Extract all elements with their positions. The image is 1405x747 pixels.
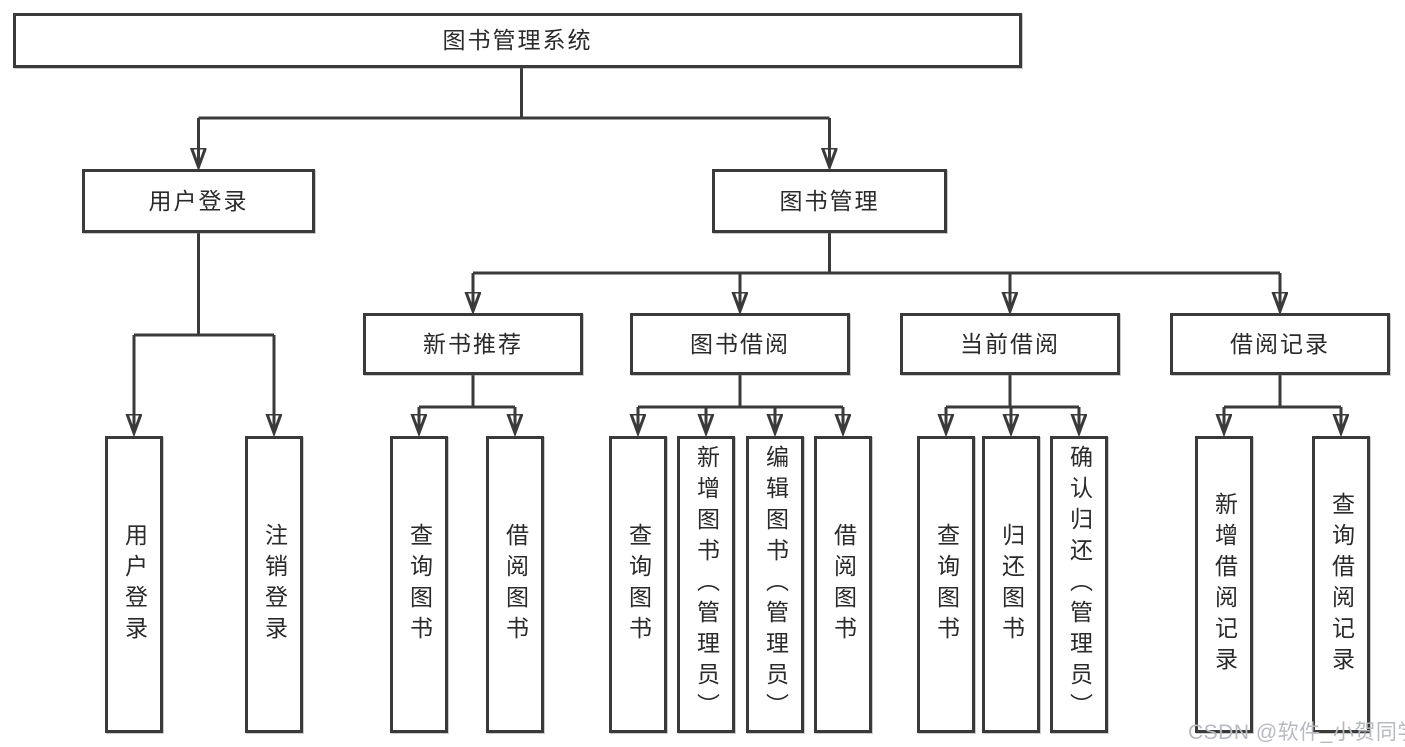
leaf-current-confirm-return-admin-label: 确认归还（管理员）	[1066, 445, 1093, 724]
node-user-login-label: 用户登录	[148, 187, 249, 214]
connector-current-borrow-children	[946, 375, 1079, 433]
leaf-records-add-record: 新增借阅记录	[1195, 436, 1253, 733]
connector-new-book-recommend-children	[419, 375, 515, 433]
node-book-management-label: 图书管理	[779, 187, 880, 214]
leaf-borrow-borrow-books: 借阅图书	[814, 436, 872, 733]
leaf-newbook-borrow-books: 借阅图书	[486, 436, 544, 733]
leaf-borrow-add-book-admin: 新增图书（管理员）	[677, 436, 735, 733]
leaf-logout-label: 注销登录	[261, 522, 288, 647]
node-borrow-records: 借阅记录	[1170, 313, 1390, 375]
leaf-current-query-books: 查询图书	[917, 436, 975, 733]
leaf-borrow-edit-book-admin: 编辑图书（管理员）	[746, 436, 804, 733]
node-new-book-recommend: 新书推荐	[363, 313, 583, 375]
leaf-current-confirm-return-admin: 确认归还（管理员）	[1050, 436, 1108, 733]
node-book-management: 图书管理	[712, 169, 947, 233]
leaf-current-return-books: 归还图书	[982, 436, 1040, 733]
leaf-records-query-record: 查询借阅记录	[1312, 436, 1370, 733]
csdn-watermark: CSDN @软件_小贺同学	[1188, 721, 1405, 744]
node-borrow-records-label: 借阅记录	[1230, 330, 1330, 357]
node-book-borrow-label: 图书借阅	[690, 330, 790, 357]
leaf-borrow-query-books-label: 查询图书	[625, 522, 652, 647]
leaf-user-login: 用户登录	[105, 436, 163, 733]
node-book-borrow: 图书借阅	[630, 313, 850, 375]
connector-borrow-records-children	[1224, 375, 1341, 433]
leaf-current-return-books-label: 归还图书	[998, 522, 1025, 647]
leaf-borrow-edit-book-admin-label: 编辑图书（管理员）	[762, 445, 789, 724]
node-root-label: 图书管理系统	[442, 27, 593, 53]
leaf-newbook-query-books: 查询图书	[390, 436, 448, 733]
node-current-borrow: 当前借阅	[900, 313, 1120, 375]
leaf-newbook-borrow-books-label: 借阅图书	[502, 522, 529, 647]
connector-book-management-children	[473, 233, 1280, 311]
node-root-system: 图书管理系统	[13, 13, 1022, 68]
leaf-current-query-books-label: 查询图书	[933, 522, 960, 647]
node-user-login: 用户登录	[82, 169, 315, 233]
connector-user-login-children	[134, 233, 274, 433]
leaf-logout: 注销登录	[245, 436, 303, 733]
leaf-user-login-label: 用户登录	[121, 522, 148, 647]
leaf-records-query-record-label: 查询借阅记录	[1328, 491, 1355, 678]
node-current-borrow-label: 当前借阅	[960, 330, 1060, 357]
leaf-borrow-add-book-admin-label: 新增图书（管理员）	[693, 445, 720, 724]
leaf-borrow-query-books: 查询图书	[609, 436, 667, 733]
leaf-borrow-borrow-books-label: 借阅图书	[830, 522, 857, 647]
connector-book-borrow-children	[638, 375, 843, 433]
leaf-records-add-record-label: 新增借阅记录	[1211, 491, 1238, 678]
connector-root-to-level2	[199, 68, 830, 167]
node-new-book-recommend-label: 新书推荐	[423, 330, 523, 357]
leaf-newbook-query-books-label: 查询图书	[406, 522, 433, 647]
